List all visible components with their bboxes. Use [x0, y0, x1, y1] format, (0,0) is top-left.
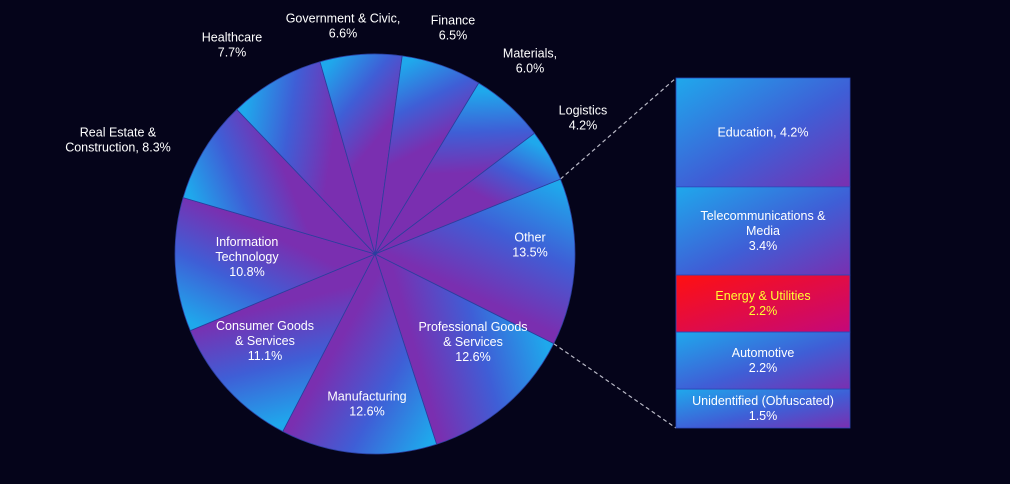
bar-label-education: Education, 4.2%	[717, 125, 808, 139]
pie-label-government-and-civic: Government & Civic,6.6%	[286, 12, 401, 41]
bar-labels: Education, 4.2% Telecommunications &Media…	[692, 125, 834, 423]
pie-label-materials: Materials,6.0%	[503, 47, 557, 76]
pie-slice-healthcare	[236, 61, 376, 255]
pie-slice-professional-goods-and-services	[374, 253, 555, 445]
connector-lines	[553, 77, 677, 429]
pie-slice-manufacturing	[282, 252, 438, 455]
bar-segment-energy-and-utilities	[675, 274, 851, 333]
connector-line-bottom	[553, 343, 677, 429]
pie-slice-consumer-goods-and-services	[189, 253, 376, 433]
pie-label-real-estate-and-construction: Real Estate &Construction, 8.3%	[65, 126, 171, 155]
pie-slice-real-estate-and-construction	[182, 108, 377, 255]
pie-slices	[174, 53, 576, 455]
bar-segment-unidentified-obfuscated	[675, 388, 851, 429]
pie-slice-information-technology	[174, 197, 377, 332]
bar-segment-automotive	[675, 331, 851, 390]
pie-slice-logistics	[374, 132, 561, 255]
bar-segments	[675, 77, 851, 429]
bar-segment-education	[675, 77, 851, 188]
bar-label-unidentified-obfuscated: Unidentified (Obfuscated)1.5%	[692, 394, 834, 423]
bar-segment-telecommunications-and-media	[675, 186, 851, 276]
connector-line-top	[560, 77, 677, 180]
pie-slice-other	[374, 178, 576, 345]
